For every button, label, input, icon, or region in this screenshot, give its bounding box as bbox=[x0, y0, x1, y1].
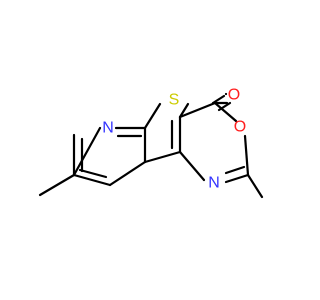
bond-c4-o-ring bbox=[213, 101, 238, 123]
bond-c5-c6 bbox=[72, 173, 112, 187]
bond-carbonyl-1 bbox=[211, 94, 226, 105]
bond-methyl-right bbox=[246, 173, 264, 199]
carbonyl-bond bbox=[211, 94, 232, 112]
bond-c9a-c4 bbox=[178, 101, 217, 119]
bond-c2-n bbox=[224, 173, 250, 184]
bond-c4b-c5 bbox=[108, 160, 147, 187]
bond-c4b-c4a bbox=[143, 150, 182, 164]
bond-c5-c6-inner bbox=[78, 168, 108, 179]
bond-n-c4a bbox=[178, 150, 206, 182]
bond-methyl-left bbox=[38, 173, 76, 197]
bond-c8a-s bbox=[143, 102, 162, 130]
atom-labels: N S O O N bbox=[102, 87, 246, 192]
atom-o-carbonyl: O bbox=[228, 87, 240, 104]
bonds bbox=[38, 92, 264, 199]
atom-n-oxazine: N bbox=[208, 175, 220, 192]
atom-o-ring: O bbox=[234, 119, 246, 136]
bond-s-c9a bbox=[178, 102, 190, 119]
bond-c7-n bbox=[72, 126, 102, 177]
bond-c2-n-inner bbox=[224, 165, 246, 175]
molecule-diagram: N S O O N bbox=[38, 87, 264, 199]
atom-s-thiophene: S bbox=[169, 92, 180, 109]
bond-carbonyl-2 bbox=[217, 101, 232, 112]
atom-n-pyridine: N bbox=[102, 120, 114, 137]
bond-o-ring-c2 bbox=[243, 134, 250, 177]
